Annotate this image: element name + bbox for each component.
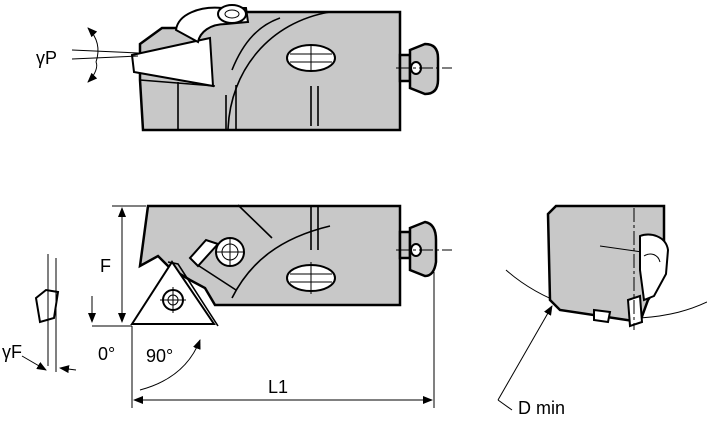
front-view-connector [398, 230, 412, 260]
front-view: F L1 90° 0° γF [2, 204, 452, 408]
top-view: γP [36, 4, 452, 132]
label-90-degrees: 90° [146, 346, 173, 366]
end-view: D min [497, 204, 707, 418]
label-l1: L1 [268, 377, 288, 397]
label-0-degrees: 0° [98, 344, 115, 364]
label-gamma-f: γF [2, 342, 22, 362]
label-d-min: D min [518, 398, 565, 416]
label-f: F [100, 256, 111, 276]
label-gamma-p: γP [36, 48, 57, 68]
